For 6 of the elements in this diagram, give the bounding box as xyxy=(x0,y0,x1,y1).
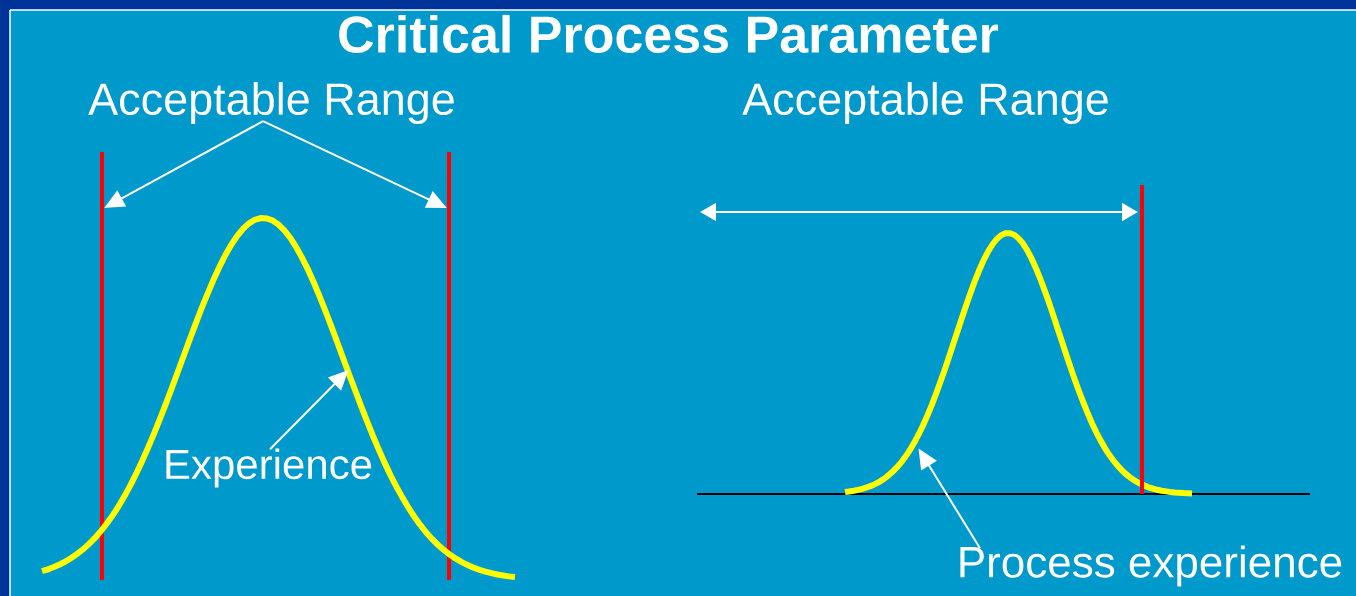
slide-title: Critical Process Parameter xyxy=(339,14,999,54)
bell-curve xyxy=(844,230,1193,497)
annotation-text: Acceptable Range xyxy=(742,82,1108,124)
bell-curve xyxy=(41,215,516,581)
annotation-text: Process experience xyxy=(960,545,1342,587)
annotation-text: Acceptable Range xyxy=(88,82,454,124)
